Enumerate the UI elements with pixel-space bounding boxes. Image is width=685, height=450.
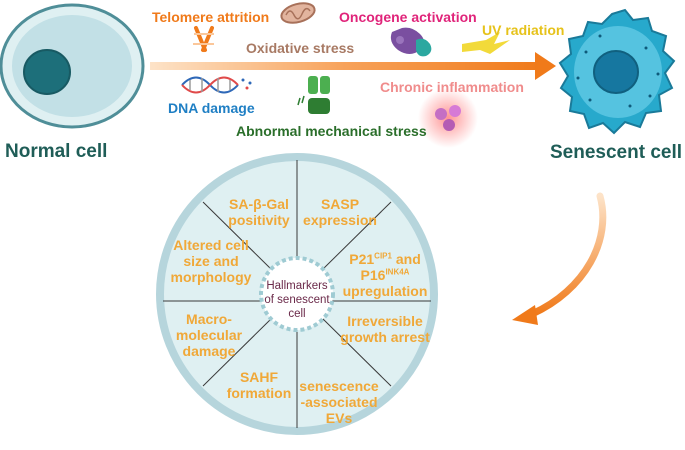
senescent-cell-icon	[558, 8, 676, 135]
senescent-cell-label: Senescent cell	[550, 142, 683, 163]
hallmark-sasp-expression: SASP expression	[303, 196, 377, 229]
knee-joint-icon	[297, 76, 330, 114]
lightning-icon	[462, 32, 510, 54]
label-abnormal-mechanical-stress: Abnormal mechanical stress	[236, 123, 427, 139]
dna-helix-icon	[181, 76, 252, 94]
hallmark-center-label: Hallmarkers of senescent cell	[264, 280, 330, 320]
hallmark-macromolecular-damage: Macro-molecular damage	[175, 311, 243, 360]
hallmark-senescence-associated-evs: senescence -associated EVs	[299, 378, 379, 427]
p21-text: P21	[349, 251, 375, 267]
upregulation-text: upregulation	[342, 283, 428, 300]
p16-superscript: INK4A	[385, 267, 410, 277]
curved-arrow	[512, 192, 607, 325]
normal-cell-icon	[0, 3, 145, 129]
p21-superscript: CIP1	[374, 251, 392, 261]
label-dna-damage: DNA damage	[168, 100, 255, 116]
label-uv-radiation: UV radiation	[482, 22, 565, 38]
hallmark-p21-p16: P21CIP1 and P16INK4A upregulation	[338, 251, 432, 299]
and-text: and	[395, 251, 421, 267]
hallmark-sahf-formation: SAHF formation	[226, 369, 292, 402]
mitochondrion-icon	[280, 2, 316, 24]
protein-icon	[390, 27, 432, 57]
hallmark-sa-beta-gal: SA-β-Gal positivity	[228, 196, 290, 229]
inflammatory-cells-icon	[418, 88, 478, 148]
label-oxidative-stress: Oxidative stress	[246, 40, 355, 56]
hallmark-altered-cell-size: Altered cell size and morphology	[170, 237, 252, 286]
chromosome-icon	[193, 26, 214, 52]
label-oncogene-activation: Oncogene activation	[339, 9, 477, 25]
label-chronic-inflammation: Chronic inflammation	[380, 79, 524, 95]
label-telomere-attrition: Telomere attrition	[152, 9, 270, 25]
hallmark-wheel	[156, 153, 438, 435]
main-arrow	[150, 52, 556, 80]
p16-text: P16	[360, 267, 386, 284]
normal-cell-label: Normal cell	[5, 141, 108, 162]
hallmark-irreversible-growth-arrest: Irreversible growth arrest	[340, 313, 430, 346]
